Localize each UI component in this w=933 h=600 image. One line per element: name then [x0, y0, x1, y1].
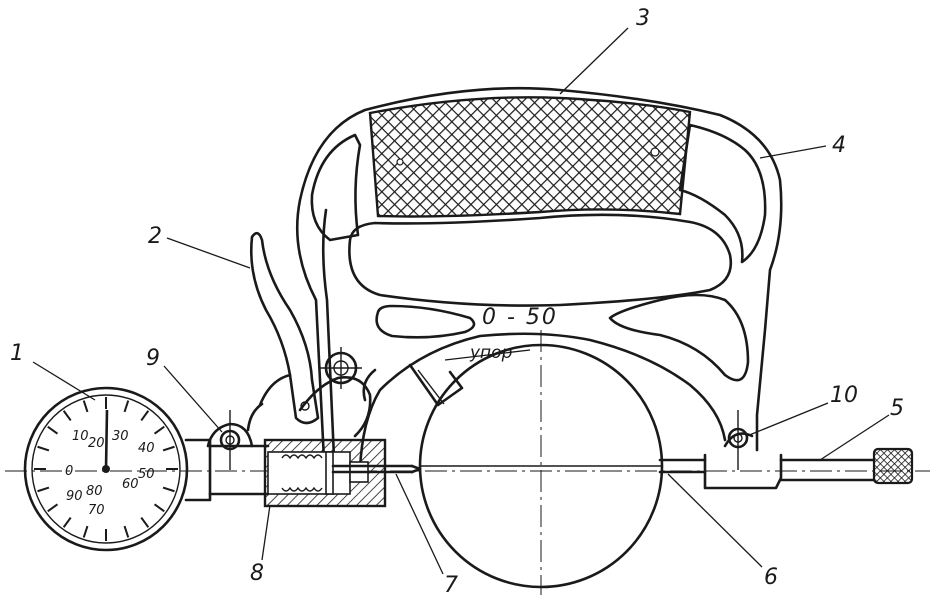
- label-2: 2: [148, 224, 162, 249]
- label-5: 5: [890, 396, 904, 421]
- dial-tick: [153, 425, 165, 435]
- dial-ticks: [34, 397, 178, 541]
- dial-num-60: 60: [122, 477, 139, 492]
- label-7: 7: [444, 573, 458, 598]
- dial-num-90: 90: [66, 489, 83, 504]
- dial-tick: [140, 410, 150, 422]
- dial-tick: [123, 525, 130, 538]
- pivot-9: [206, 410, 254, 470]
- frame-body: [295, 86, 783, 482]
- label-6: 6: [764, 565, 778, 590]
- dial-tick: [62, 516, 72, 528]
- dial-tick: [162, 445, 175, 452]
- dial-num-50: 50: [138, 467, 155, 482]
- label-10: 10: [830, 383, 858, 408]
- measured-workpiece: [418, 330, 664, 595]
- dial-needle: [104, 409, 109, 470]
- dial-tick: [37, 486, 50, 493]
- dial-num-0: 0: [65, 464, 73, 479]
- label-8: 8: [250, 561, 264, 586]
- dial-stem: [184, 438, 270, 502]
- dial-tick: [47, 425, 59, 435]
- dial-tick: [82, 400, 89, 413]
- dial-tick: [162, 486, 175, 493]
- leader-lines: [32, 27, 890, 575]
- label-1: 1: [10, 341, 24, 366]
- stop-label: упор: [469, 343, 513, 363]
- dial-tick: [123, 400, 130, 413]
- dial-tick: [153, 503, 165, 513]
- dial-tick: [62, 410, 72, 422]
- dial-num-70: 70: [88, 503, 105, 518]
- pivot-center-mark: [320, 347, 362, 389]
- label-9: 9: [146, 346, 160, 371]
- spring-housing: [263, 438, 422, 508]
- dial-num-10: 10: [72, 429, 89, 444]
- adjust-screw-knob: [872, 447, 914, 485]
- grip-knurled: [368, 96, 692, 218]
- dial-tick: [37, 445, 50, 452]
- dial-num-30: 30: [112, 429, 129, 444]
- dial-num-80: 80: [86, 484, 103, 499]
- range-label: 0 - 50: [482, 305, 558, 330]
- label-4: 4: [832, 133, 846, 158]
- dial-tick: [47, 503, 59, 513]
- dial-num-20: 20: [88, 436, 105, 451]
- dial-tick: [140, 516, 150, 528]
- right-tip-assembly: [658, 410, 914, 490]
- stop-block: [408, 349, 531, 407]
- lever-arm: [246, 231, 320, 432]
- dial-tick: [82, 525, 89, 538]
- label-3: 3: [636, 6, 650, 31]
- dial-indicator: 10 20 30 40 50 60 70 80 90 0: [23, 386, 189, 552]
- dial-num-40: 40: [138, 441, 155, 456]
